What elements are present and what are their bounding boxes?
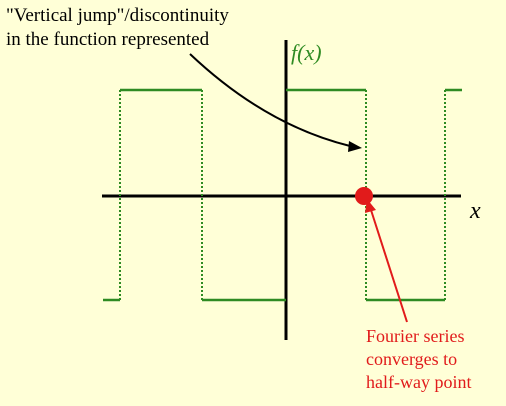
- arrowhead-top: [348, 141, 362, 152]
- x-axis-label: x: [470, 198, 481, 224]
- annotation-line: "Vertical jump"/discontinuity: [6, 5, 229, 26]
- annotation-arrow-top: [189, 53, 351, 147]
- annotation-line: half-way point: [366, 372, 472, 392]
- annotation-line: in the function represented: [6, 29, 210, 50]
- convergence-annotation: Fourier series converges to half-way poi…: [366, 325, 471, 394]
- convergence-point: [355, 187, 373, 205]
- annotation-arrow-bottom: [370, 209, 408, 323]
- y-axis-label: f(x): [291, 40, 322, 65]
- annotation-line: Fourier series: [366, 326, 465, 346]
- annotation-line: converges to: [366, 349, 458, 369]
- discontinuity-annotation: "Vertical jump"/discontinuity in the fun…: [6, 4, 229, 52]
- square-wave: [103, 88, 462, 302]
